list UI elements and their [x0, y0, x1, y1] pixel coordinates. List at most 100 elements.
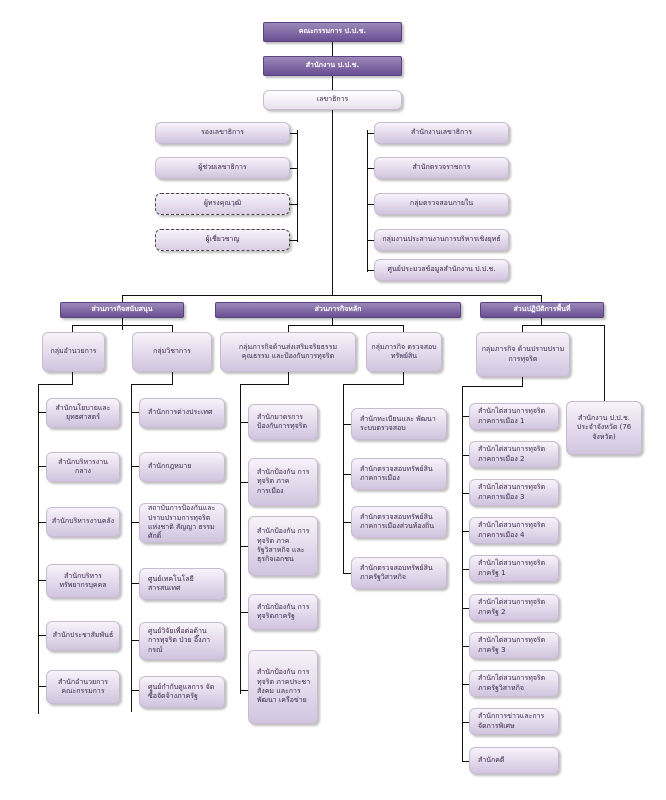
unit-prevention-soe-private: สำนักป้องกัน การทุจริต ภาครัฐวิสาหกิจ แล… [248, 516, 318, 576]
unit-public-relations: สำนักประชาสัมพันธ์ [46, 621, 120, 651]
connector [131, 690, 139, 691]
unit-central-admin: สำนักบริหารงานกลาง [46, 452, 120, 482]
internal-audit-box: กลุ่มตรวจสอบภายใน [374, 193, 509, 215]
unit-inquiry-political-1: สำนักไต่สวนการทุจริต ภาคการเมือง 1 [469, 403, 559, 430]
connector [131, 384, 132, 712]
connector [462, 493, 469, 494]
connector [522, 377, 523, 387]
connector [403, 372, 404, 385]
unit-policy-strategy: สำนักนโยบายและยุทธศาสตร์ [46, 398, 120, 428]
experts-qualified-box: ผู้ทรงคุณวุฒิ [155, 193, 290, 215]
unit-sanya-institute: สถาบันการป้องกันและปราบปรามการทุจริต แห่… [139, 503, 225, 543]
connector [462, 386, 523, 387]
connector [240, 690, 248, 691]
connector [367, 240, 374, 241]
connector [38, 686, 46, 687]
connector [367, 270, 374, 271]
connector [290, 204, 297, 205]
unit-prevention-political: สำนักป้องกัน การทุจริต ภาคการเมือง [248, 458, 318, 506]
unit-asset-local-political: สำนักตรวจสอบทรัพย์สิน ภาคการเมืองส่วนท้อ… [351, 506, 447, 538]
connector [72, 325, 173, 326]
connector [343, 573, 351, 574]
data-center-box: ศูนย์ประมวลข้อมูลสำนักงาน ป.ป.ช. [374, 259, 509, 281]
connector [604, 325, 605, 401]
unit-inquiry-political-2: สำนักไต่สวนการทุจริต ภาคการเมือง 2 [469, 441, 559, 468]
connector [332, 318, 333, 325]
connector [240, 384, 289, 385]
connector [462, 569, 469, 570]
connector [240, 482, 248, 483]
unit-inquiry-soe: สำนักไต่สวนการทุจริต ภาครัฐวิสาหกิจ [469, 670, 559, 697]
secretary-general-box: เลขาธิการ [263, 90, 402, 110]
unit-foreign-affairs: สำนักการต่างประเทศ [139, 398, 225, 428]
deputy-secgen-box: รองเลขาธิการ [155, 122, 290, 144]
connector [131, 384, 173, 385]
connector [131, 583, 139, 584]
group-academic: กลุ่มวิชาการ [132, 332, 212, 372]
connector [240, 384, 241, 694]
unit-registration-system: สำนักทะเบียนและ พัฒนาระบบตรวจสอบ [351, 408, 447, 440]
group-promote: กลุ่มภารกิจด้านส่งเสริมจริยธรรม คุณธรรม … [220, 332, 356, 372]
group-asset: กลุ่มภารกิจ ตรวจสอบทรัพย์สิน [366, 332, 442, 372]
connector [288, 325, 404, 326]
connector [403, 325, 404, 332]
connector [172, 372, 173, 385]
unit-commission-admin: สำนักอำนวยการ คณะกรรมการ [46, 670, 120, 704]
connector [343, 384, 344, 574]
connector [38, 522, 46, 523]
connector [462, 455, 469, 456]
connector [462, 684, 469, 685]
section-regional: ส่วนปฏิบัติการพื้นที่ [480, 302, 604, 318]
unit-asset-political: สำนักตรวจสอบทรัพย์สิน ภาคการเมือง [351, 458, 447, 490]
connector [240, 612, 248, 613]
unit-inquiry-political-4: สำนักไต่สวนการทุจริต ภาคการเมือง 4 [469, 517, 559, 544]
connector [462, 531, 469, 532]
connector [240, 422, 248, 423]
connector [131, 640, 139, 641]
connector [38, 384, 39, 714]
connector [240, 546, 248, 547]
office-box: สำนักงาน ป.ป.ช. [263, 56, 402, 76]
connector [367, 168, 374, 169]
unit-inquiry-political-3: สำนักไต่สวนการทุจริต ภาคการเมือง 3 [469, 479, 559, 506]
group-provincial: สำนักงาน ป.ป.ช. ประจำจังหวัด (76 จังหวัด… [566, 401, 642, 455]
unit-procurement-center: ศูนย์กำกับดูแลการ จัดซื้อจัดจ้างภาครัฐ [139, 676, 225, 708]
connector [131, 522, 139, 523]
unit-legal: สำนักกฎหมาย [139, 452, 225, 482]
secretariat-office-box: สำนักงานเลขาธิการ [374, 122, 509, 144]
connector [343, 522, 351, 523]
connector [131, 412, 139, 413]
connector [38, 466, 46, 467]
connector [290, 168, 297, 169]
connector [172, 325, 173, 332]
connector [541, 318, 542, 326]
section-core: ส่วนภารกิจหลัก [215, 302, 461, 318]
connector [297, 130, 298, 242]
connector [332, 41, 333, 295]
connector [541, 295, 542, 308]
connector [288, 325, 289, 332]
connector [343, 424, 351, 425]
connector [122, 295, 123, 308]
inspection-office-box: สำนักตรวจราชการ [374, 157, 509, 179]
experts-specialist-box: ผู้เชี่ยวชาญ [155, 229, 290, 251]
unit-prevention-state: สำนักป้องกัน การทุจริตภาครัฐ [248, 594, 318, 630]
connector [290, 240, 297, 241]
connector [131, 466, 139, 467]
connector [288, 372, 289, 385]
group-suppress: กลุ่มภารกิจ ด้านปราบปรามการทุจริต [476, 332, 570, 377]
unit-inquiry-state-1: สำนักไต่สวนการทุจริต ภาครัฐ 1 [469, 555, 559, 582]
connector [522, 325, 523, 332]
unit-puey-research-center: ศูนย์วิจัยเพื่อต่อต้าน การทุจริต ป่วย อึ… [139, 622, 225, 660]
connector [38, 580, 46, 581]
connector [462, 761, 469, 762]
connector [367, 133, 374, 134]
section-support: ส่วนภารกิจสนับสนุน [60, 302, 184, 318]
unit-inquiry-state-3: สำนักไต่สวนการทุจริต ภาครัฐ 3 [469, 632, 559, 659]
connector [122, 295, 542, 296]
connector [462, 646, 469, 647]
connector [72, 372, 73, 385]
connector [290, 133, 297, 134]
connector [38, 384, 73, 385]
